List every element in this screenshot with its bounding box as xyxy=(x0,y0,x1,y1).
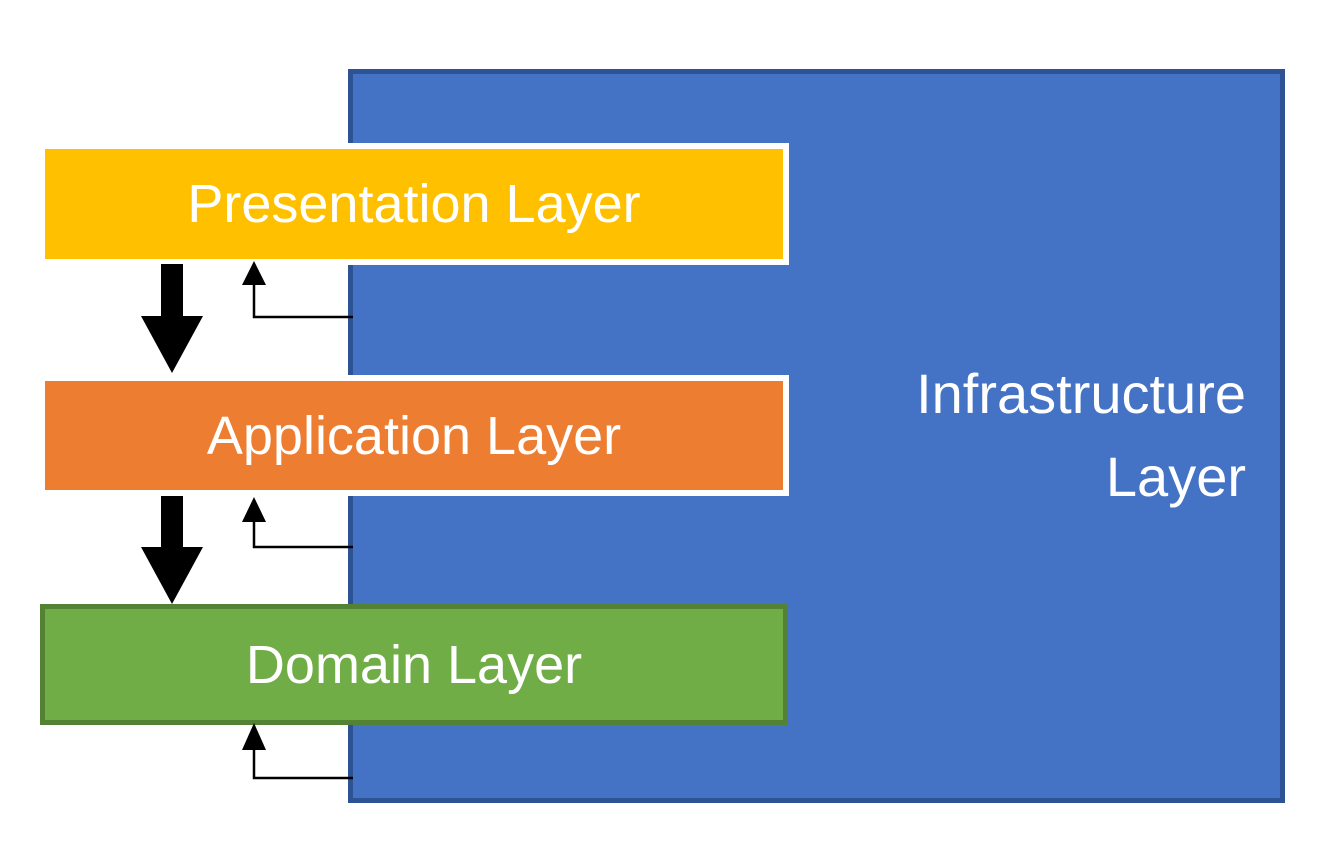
presentation-layer-label: Presentation Layer xyxy=(187,174,641,234)
elbow-up-arrow-icon-infrastructure-to-domain xyxy=(242,723,353,780)
elbow-up-arrow-icon-infrastructure-to-application xyxy=(242,497,353,549)
application-layer-box: Application Layer xyxy=(39,375,789,496)
down-arrow-icon-application-to-domain xyxy=(141,496,203,604)
application-layer-label: Application Layer xyxy=(206,405,622,466)
domain-layer-label: Domain Layer xyxy=(245,634,583,695)
presentation-layer-box: Presentation Layer xyxy=(39,143,789,265)
domain-layer-box: Domain Layer xyxy=(40,604,788,725)
down-arrow-icon-presentation-to-application xyxy=(141,264,203,373)
infrastructure-layer-label: Infrastructure Layer xyxy=(916,362,1246,508)
elbow-up-arrow-icon-infrastructure-to-presentation xyxy=(242,261,353,319)
